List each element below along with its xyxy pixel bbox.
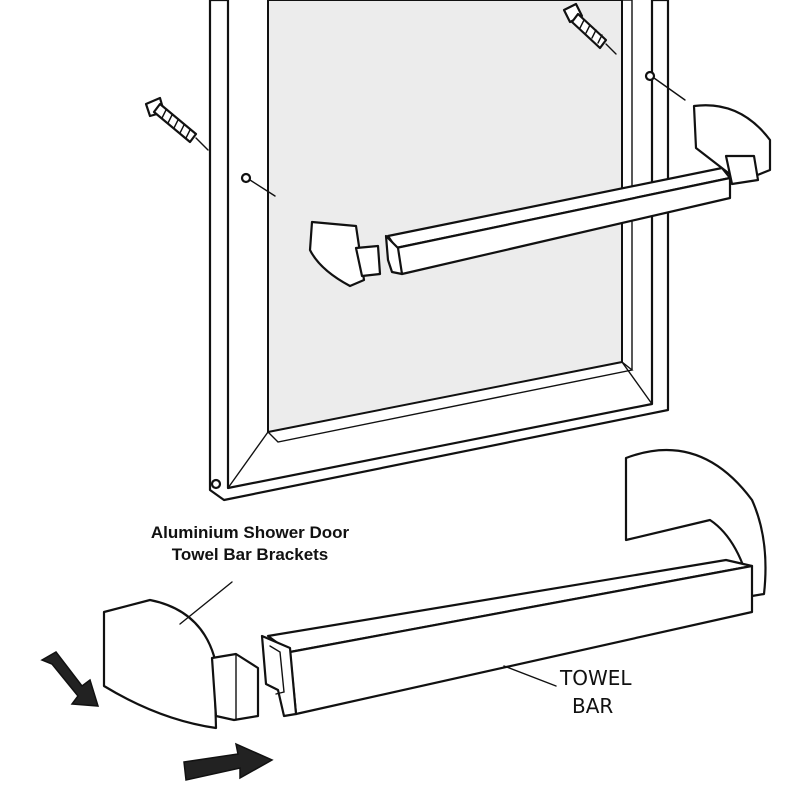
bracket-callout-line1: Aluminium Shower Door	[150, 523, 350, 542]
towel-bar-label: TOWEL BAR	[560, 664, 632, 720]
bracket-right-stub	[724, 154, 760, 186]
callout-leader-line	[179, 581, 233, 625]
arrow-down-right-icon	[40, 651, 100, 707]
bar-large-front-face	[288, 564, 754, 716]
frame-rivet	[210, 478, 222, 490]
screw-right	[562, 2, 617, 55]
arrow-right-icon	[183, 742, 274, 781]
bracket-left-large	[102, 598, 218, 730]
mounting-hole-right	[644, 70, 656, 82]
glass-frame-lip	[267, 0, 634, 443]
towel-bar-label-line2: BAR	[572, 694, 614, 718]
towel-bar-label-line1: TOWEL	[560, 666, 632, 690]
hole-guide-line-left	[249, 179, 276, 197]
hole-guide-line-right	[653, 77, 686, 101]
large-towel-bar	[102, 448, 767, 730]
bracket-left-small	[308, 220, 366, 288]
bar-large-end-lip	[269, 645, 285, 695]
bar-end-profile	[384, 234, 404, 276]
frame-bevel-corner	[227, 361, 653, 489]
bracket-callout-line2: Towel Bar Brackets	[171, 545, 329, 564]
bar-large-end-profile	[260, 634, 298, 718]
bracket-callout-label: Aluminium Shower Door Towel Bar Brackets	[120, 522, 380, 566]
bracket-left-large-stub	[210, 652, 260, 722]
towel-bar-leader-line	[503, 665, 557, 687]
bracket-right-large	[624, 448, 767, 598]
screw-left	[144, 96, 209, 151]
bracket-left-stub	[354, 244, 382, 278]
installed-towel-bar	[308, 104, 772, 288]
mounting-hole-left	[240, 172, 252, 184]
